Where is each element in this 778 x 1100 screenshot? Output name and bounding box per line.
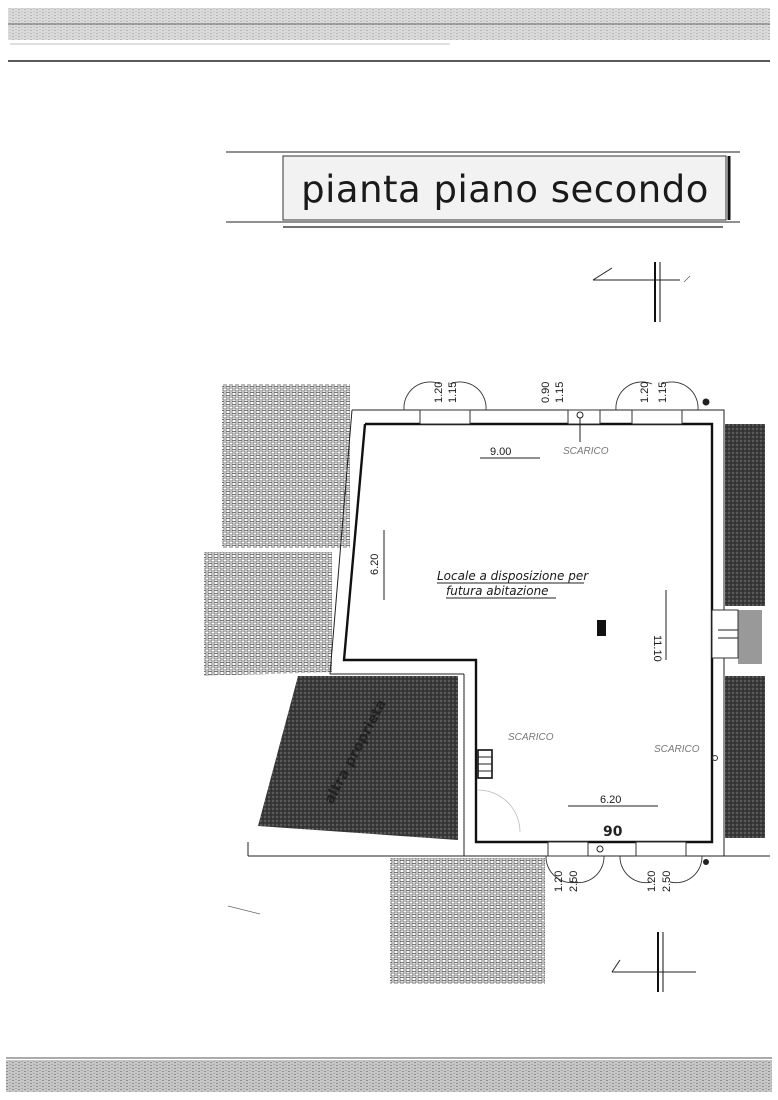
dimension-lines: 9.00 6.20 11.10 6.20 bbox=[369, 446, 667, 807]
top-openings bbox=[403, 381, 710, 442]
dim-right-height: 11.10 bbox=[651, 635, 663, 662]
section-mark-bottom bbox=[611, 932, 696, 992]
page-title: pianta piano secondo bbox=[301, 168, 709, 211]
room-label: Locale a disposizione per futura abitazi… bbox=[437, 569, 589, 599]
dim-left-height: 6.20 bbox=[369, 554, 381, 575]
bottom-openings: 90 1.20 2.50 1.20 2.50 bbox=[545, 824, 709, 892]
bottom-opening-1-height: 2.50 bbox=[568, 871, 580, 892]
bottom-opening-1-width: 1.20 bbox=[553, 871, 565, 892]
drain-label-right: SCARICO bbox=[654, 744, 700, 755]
opening-1-width: 1.20 bbox=[433, 382, 445, 403]
neighbor-property: altra proprietà bbox=[258, 676, 458, 840]
bottom-opening-2-width: 1.20 bbox=[646, 871, 658, 892]
opening-1-height: 1.15 bbox=[447, 382, 459, 403]
scan-marks bbox=[227, 275, 691, 915]
adjacent-brick-areas bbox=[204, 384, 545, 984]
door-90-mark: 90 bbox=[603, 824, 623, 840]
room-label-line1: Locale a disposizione per bbox=[437, 569, 589, 583]
top-scan-border bbox=[8, 8, 770, 62]
drain-label-top: SCARICO bbox=[563, 446, 609, 457]
opening-3-height: 1.15 bbox=[657, 382, 669, 403]
drain-label-left: SCARICO bbox=[508, 732, 554, 743]
drain-notes: SCARICO SCARICO SCARICO bbox=[508, 446, 700, 755]
opening-3-width: 1.20 bbox=[639, 382, 651, 403]
title-block: pianta piano secondo bbox=[226, 151, 740, 228]
bottom-scan-border bbox=[6, 1057, 772, 1092]
top-opening-labels: 1.20 1.15 0.90 1.15 1.20 1.15 bbox=[433, 382, 669, 403]
fixtures bbox=[477, 609, 739, 833]
right-neighbor-strips bbox=[725, 424, 765, 838]
dim-bottom-width: 6.20 bbox=[600, 794, 621, 806]
dim-top-width: 9.00 bbox=[490, 446, 511, 458]
section-mark-top bbox=[592, 262, 680, 322]
room-label-line2: futura abitazione bbox=[446, 584, 549, 598]
opening-2-width: 0.90 bbox=[540, 382, 552, 403]
bottom-opening-2-height: 2.50 bbox=[661, 871, 673, 892]
opening-2-height: 1.15 bbox=[554, 382, 566, 403]
